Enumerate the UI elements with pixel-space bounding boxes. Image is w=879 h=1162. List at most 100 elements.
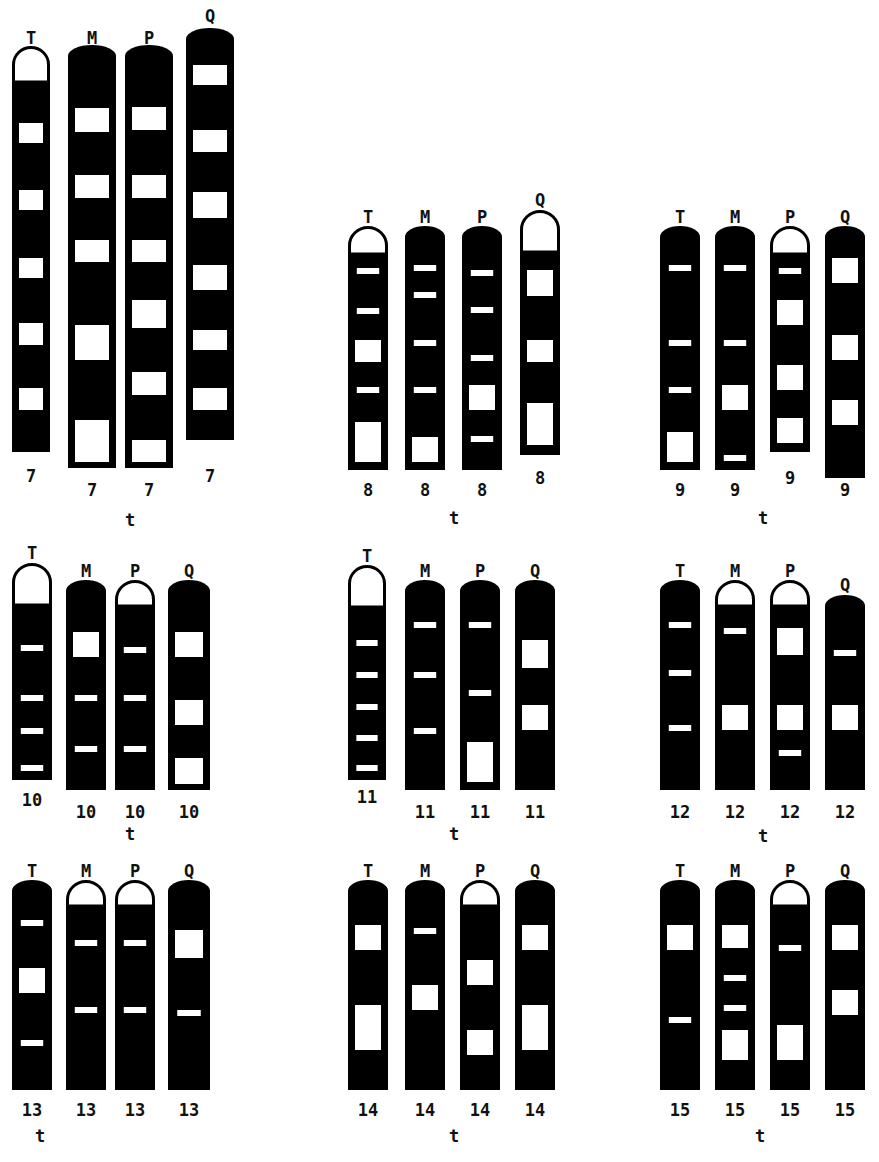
chromosome-band: [75, 108, 109, 132]
species-letter: Q: [530, 863, 540, 880]
chromosome-ideogram: T7: [12, 46, 50, 452]
chromosome-band: [21, 920, 43, 926]
species-letter: Q: [840, 863, 850, 880]
chromosome-band: [357, 268, 379, 274]
chromosome-number: 10: [22, 792, 42, 809]
chromosome-ideogram: P7: [125, 45, 173, 468]
chromosome-band: [75, 746, 97, 752]
chromosome-ideogram: Q15: [825, 880, 865, 1090]
chromosome-ideogram: P13: [115, 880, 155, 1090]
group-label: t: [35, 1128, 45, 1145]
chromosome-number: 7: [26, 468, 36, 485]
chromosome-ideogram: M11: [405, 580, 445, 790]
chromosome-band: [73, 632, 99, 657]
chromosome-band: [356, 765, 377, 771]
chromosome-band: [414, 622, 436, 628]
chromosome-band: [124, 1007, 146, 1013]
chromosome-drawing: [462, 226, 502, 470]
chromosome-band: [834, 650, 856, 656]
chromosome-band: [21, 695, 43, 701]
chromosome-drawing: [660, 880, 700, 1090]
chromosome-band: [193, 330, 227, 350]
chromosome-number: 15: [725, 1102, 745, 1119]
open-cap: [117, 582, 154, 607]
chromosome-band: [75, 240, 109, 262]
chromosome-band: [414, 387, 436, 393]
chromosome-drawing: [770, 580, 810, 790]
chromosome-band: [414, 928, 436, 934]
chromosome-band: [522, 640, 548, 668]
chromosome-body: [168, 880, 210, 1090]
chromosome-band: [832, 335, 858, 360]
chromosome-band: [132, 300, 166, 328]
chromosome-number: 12: [780, 804, 800, 821]
chromosome-band: [124, 746, 146, 752]
chromosome-body: [66, 906, 106, 1090]
chromosome-band: [667, 925, 693, 950]
species-letter: P: [785, 863, 795, 880]
chromosome-band: [175, 930, 203, 958]
chromosome-drawing: [405, 226, 445, 470]
chromosome-band: [722, 385, 748, 410]
chromosome-number: 11: [470, 804, 490, 821]
chromosome-ideogram: M12: [715, 580, 755, 790]
chromosome-band: [467, 1030, 493, 1055]
chromosome-ideogram: P8: [462, 226, 502, 470]
chromosome-body: [825, 595, 865, 790]
open-cap: [522, 212, 559, 253]
chromosome-ideogram: M9: [715, 226, 755, 470]
chromosome-body: [660, 226, 700, 470]
chromosome-number: 13: [76, 1102, 96, 1119]
chromosome-ideogram: P9: [770, 226, 810, 452]
chromosome-body: [715, 226, 755, 470]
chromosome-band: [471, 355, 493, 361]
chromosome-band: [777, 365, 803, 390]
species-letter: Q: [184, 563, 194, 580]
chromosome-drawing: [115, 580, 155, 790]
chromosome-number: 13: [125, 1102, 145, 1119]
species-letter: P: [477, 209, 487, 226]
chromosome-drawing: [405, 580, 445, 790]
species-letter: Q: [840, 209, 850, 226]
chromosome-band: [356, 640, 377, 646]
chromosome-drawing: [460, 880, 500, 1090]
chromosome-band: [469, 385, 495, 410]
chromosome-band: [193, 130, 227, 152]
chromosome-band: [75, 1007, 97, 1013]
chromosome-drawing: [715, 880, 755, 1090]
chromosome-number: 12: [725, 804, 745, 821]
chromosome-drawing: [715, 226, 755, 470]
species-letter: T: [363, 863, 373, 880]
species-letter: M: [730, 563, 740, 580]
chromosome-band: [355, 340, 381, 362]
chromosome-body: [115, 606, 155, 790]
chromosome-number: 14: [470, 1102, 490, 1119]
chromosome-number: 13: [179, 1102, 199, 1119]
chromosome-band: [175, 632, 203, 657]
chromosome-band: [19, 388, 43, 410]
chromosome-drawing: [186, 28, 234, 440]
chromosome-band: [722, 1030, 748, 1060]
chromosome-band: [21, 765, 43, 771]
chromosome-ideogram: Q10: [168, 580, 210, 790]
chromosome-number: 8: [535, 470, 545, 487]
chromosome-drawing: [348, 226, 388, 470]
chromosome-band: [355, 422, 381, 462]
chromosome-band: [355, 1005, 381, 1050]
chromosome-drawing: [348, 880, 388, 1090]
chromosome-number: 11: [357, 789, 377, 806]
chromosome-band: [193, 388, 227, 410]
chromosome-ideogram: Q8: [520, 210, 560, 455]
chromosome-body: [770, 254, 810, 452]
chromosome-band: [414, 340, 436, 346]
chromosome-drawing: [12, 563, 52, 780]
chromosome-band: [669, 725, 691, 731]
chromosome-body: [660, 880, 700, 1090]
chromosome-band: [356, 672, 377, 678]
chromosome-band: [75, 325, 109, 360]
chromosome-band: [669, 1017, 691, 1023]
chromosome-band: [667, 432, 693, 462]
chromosome-body: [405, 226, 445, 470]
chromosome-body: [715, 606, 755, 790]
species-letter: Q: [205, 8, 215, 25]
